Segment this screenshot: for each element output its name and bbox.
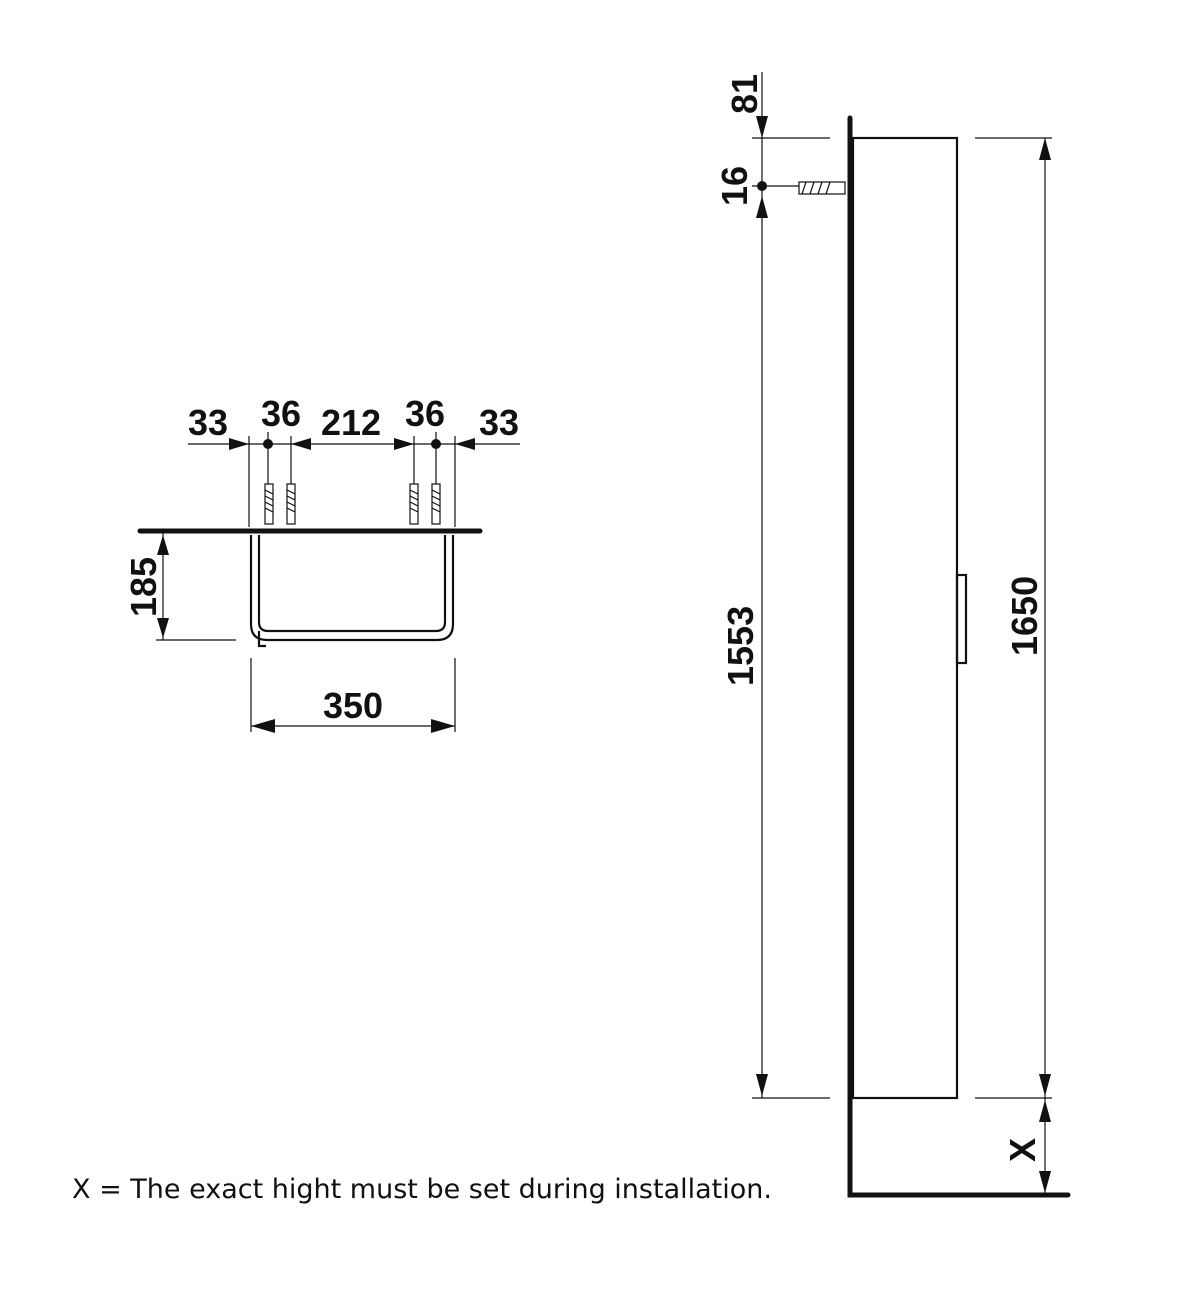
side-view: 81 16 1553 1650 X <box>714 72 1071 1198</box>
side-view-wall-plug <box>798 181 846 195</box>
dim-top-1: 33 <box>188 402 228 443</box>
wall-plug-2 <box>286 483 296 525</box>
dim-overall-height: 1650 <box>1004 576 1045 656</box>
dim-top-4: 36 <box>405 393 445 434</box>
wall-plug-3 <box>409 483 419 525</box>
wall-plug-1 <box>264 483 274 525</box>
installation-note: X = The exact hight must be set during i… <box>72 1174 772 1205</box>
top-view-rail-hook <box>257 631 266 648</box>
side-view-wall-floor <box>847 115 1071 1198</box>
side-view-handle <box>955 573 968 665</box>
dim-depth: 185 <box>123 557 164 617</box>
side-view-cabinet <box>851 136 959 1100</box>
dim-fixing-to-bottom: 1553 <box>720 606 761 686</box>
side-fixing-point <box>757 181 767 191</box>
dim-top-offset: 81 <box>724 74 765 114</box>
top-view: 33 36 212 36 33 185 350 <box>123 393 520 733</box>
dim-top-3: 212 <box>321 402 381 443</box>
dim-fixing-offset: 16 <box>714 166 755 206</box>
dim-top-5: 33 <box>479 402 519 443</box>
top-view-rail-frame <box>249 535 455 642</box>
dim-floor-gap: X <box>1002 1138 1043 1162</box>
top-view-rail-inner <box>257 535 447 633</box>
dim-top-2: 36 <box>261 393 301 434</box>
wall-plug-4 <box>431 483 441 525</box>
dim-width: 350 <box>323 685 383 726</box>
